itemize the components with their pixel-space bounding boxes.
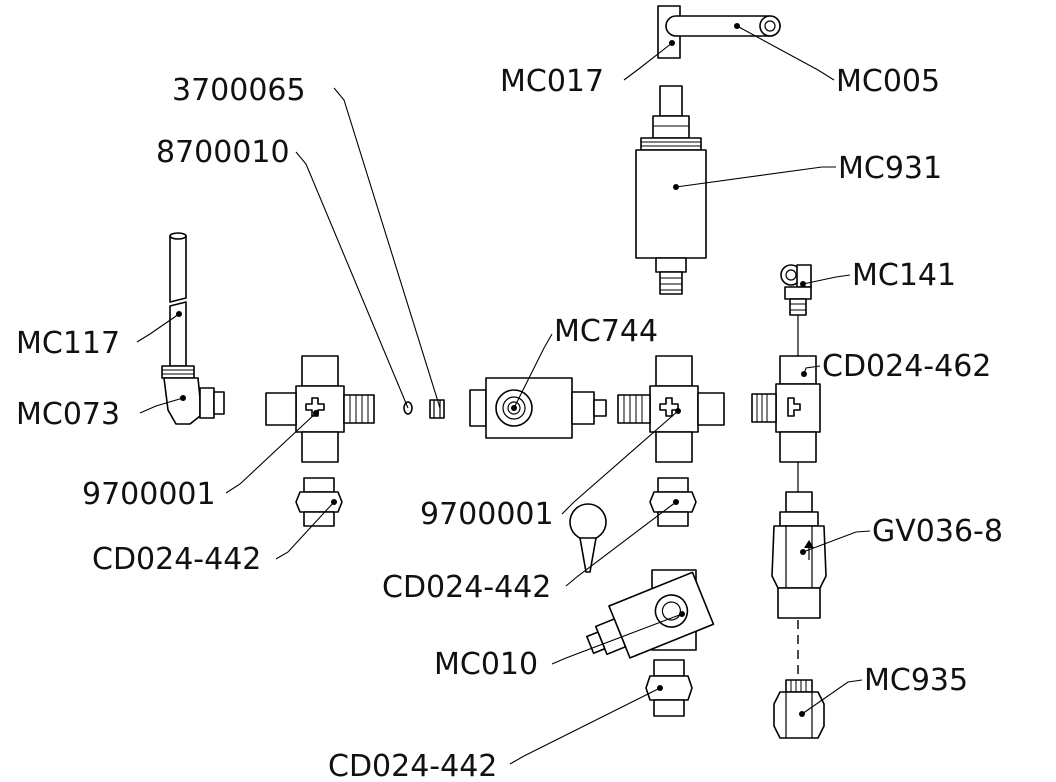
label-mc117: MC117 bbox=[16, 326, 120, 361]
part-9700001-cross-left bbox=[265, 355, 375, 463]
label-3700065: 3700065 bbox=[172, 73, 306, 108]
label-cd024-442-mid: CD024-442 bbox=[382, 570, 551, 605]
part-mc935-fitting bbox=[773, 679, 825, 739]
part-3700065-seat bbox=[429, 399, 445, 419]
part-mc073-elbow bbox=[161, 365, 225, 425]
label-gv036-8: GV036-8 bbox=[872, 514, 1003, 549]
part-gv036-8-valve bbox=[771, 491, 827, 619]
part-mc010-solenoid bbox=[586, 569, 715, 659]
part-mc005-rod bbox=[665, 15, 781, 37]
label-mc931: MC931 bbox=[838, 151, 942, 186]
label-8700010: 8700010 bbox=[156, 135, 290, 170]
part-9700001-cross-mid bbox=[617, 355, 725, 463]
part-cd024-442-bottom bbox=[645, 659, 693, 717]
part-plug-pin bbox=[569, 503, 607, 573]
label-cd024-462: CD024-462 bbox=[822, 349, 991, 384]
label-mc017: MC017 bbox=[500, 64, 604, 99]
part-mc931-cylinder bbox=[635, 85, 707, 295]
part-mc117-tube bbox=[169, 232, 187, 367]
label-mc010: MC010 bbox=[434, 647, 538, 682]
part-cd024-462-tee bbox=[751, 355, 821, 463]
leader-lines bbox=[136, 25, 871, 765]
label-cd024-442-bottom: CD024-442 bbox=[328, 749, 497, 782]
part-cd024-442-mid bbox=[649, 477, 697, 527]
label-9700001-left: 9700001 bbox=[82, 477, 216, 512]
label-mc141: MC141 bbox=[852, 258, 956, 293]
label-9700001-mid: 9700001 bbox=[420, 497, 554, 532]
part-mc141-elbow bbox=[780, 264, 812, 316]
label-cd024-442-left: CD024-442 bbox=[92, 542, 261, 577]
label-mc935: MC935 bbox=[864, 663, 968, 698]
part-mc744-solenoid bbox=[469, 377, 607, 439]
label-mc005: MC005 bbox=[836, 64, 940, 99]
label-mc073: MC073 bbox=[16, 397, 120, 432]
label-mc744: MC744 bbox=[554, 314, 658, 349]
